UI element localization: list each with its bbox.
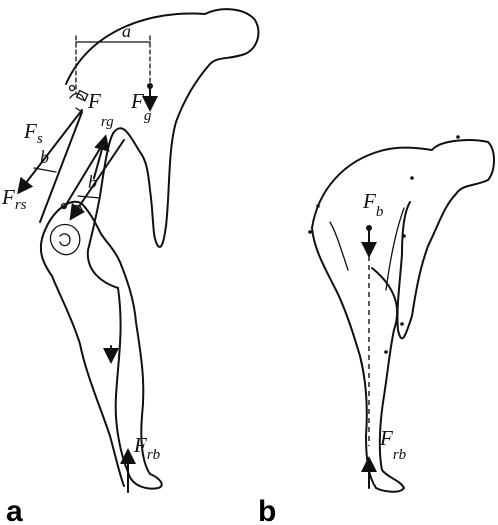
figure-b-outline <box>312 140 494 492</box>
force-rb-label-b: Frb <box>379 426 407 463</box>
joint-dot <box>400 322 404 326</box>
dimension-b-lower-mark <box>78 196 100 198</box>
dimension-b-upper-mark <box>34 168 56 172</box>
force-g-origin <box>147 83 153 89</box>
force-b-label: Fb <box>362 189 384 220</box>
panel-b: Fb Frb b <box>258 135 494 525</box>
force-s-label: Fs <box>23 119 43 147</box>
panel-b-label: b <box>258 495 276 525</box>
dimension-b-upper-label: b <box>40 147 49 167</box>
pelvis-detail <box>50 225 79 255</box>
joint-dot <box>402 234 406 238</box>
dimension-b-lower-label: b <box>88 172 97 192</box>
joint-dot <box>410 176 414 180</box>
panel-a: a Fs Frg Fg b b Frs Frb a <box>1 9 258 525</box>
joint-dot <box>316 204 320 208</box>
spine-dot <box>70 86 75 91</box>
panel-a-label: a <box>6 495 23 525</box>
joint-dot <box>384 350 388 354</box>
force-rg-label: Frg <box>87 89 114 130</box>
force-rs-label: Frs <box>1 185 27 213</box>
force-g-label: Fg <box>130 89 152 124</box>
joint-dot <box>308 230 312 234</box>
dimension-a-label: a <box>122 21 131 41</box>
joint-dot <box>456 135 460 139</box>
force-rb-label-a: Frb <box>133 433 161 463</box>
figure-b-inner <box>330 208 404 290</box>
